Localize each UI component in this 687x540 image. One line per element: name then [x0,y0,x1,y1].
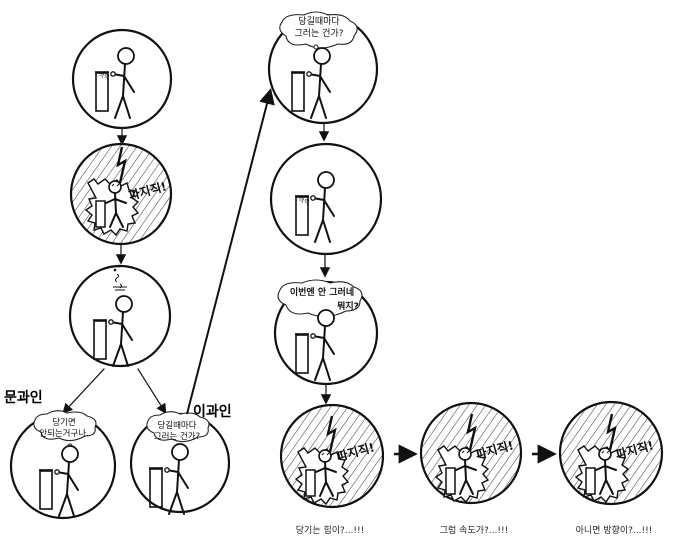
panel-3-left [68,264,172,368]
caption-speed: 그럼 속도가?...!!! [440,524,508,536]
panel-4-liberal-arts: 당기면 안되는거구나. [9,410,117,520]
tug-sound-2: 꺽꺽 [297,196,310,206]
panel-r3: 이번엔 안 그러네 뭐지? [273,279,379,386]
science-label: 이과인 [193,403,232,420]
thought-line-2: 뭐지? [337,300,359,312]
thought-line-1: 당기면 [52,417,75,428]
panel-r6-zap [558,400,664,506]
arrow-branch-right [137,368,167,415]
caption-pulling-force: 당기는 힘이?...!!! [296,525,364,536]
liberal-arts-label: 문과인 [4,389,43,406]
thought-line-2: 그러는 건가? [154,431,200,442]
panel-4-science: 당길때마다 그러는 건가? [129,411,231,515]
panel-r5-zap [419,401,523,505]
panel-1-left [71,28,173,130]
thought-line-1: 이번엔 안 그러네 [290,286,354,298]
thought-line-2: 그러는 건가? [294,28,343,39]
panel-r1: 당길때마다 그러는 건가? [267,11,379,125]
thought-line-2: 안되는거구나. [39,428,89,439]
thought-line-1: 당길때마다 [298,16,340,27]
caption-direction: 아니면 방향이?...!!! [576,524,653,536]
thought-line-1: 당길때마다 [157,420,196,431]
arrow-to-right-column [186,88,275,415]
tug-sound-1: 꺽꺽 [97,71,110,81]
arrow-branch-left [62,368,105,414]
panel-r4-zap [279,403,385,509]
panel-r2 [269,142,383,256]
